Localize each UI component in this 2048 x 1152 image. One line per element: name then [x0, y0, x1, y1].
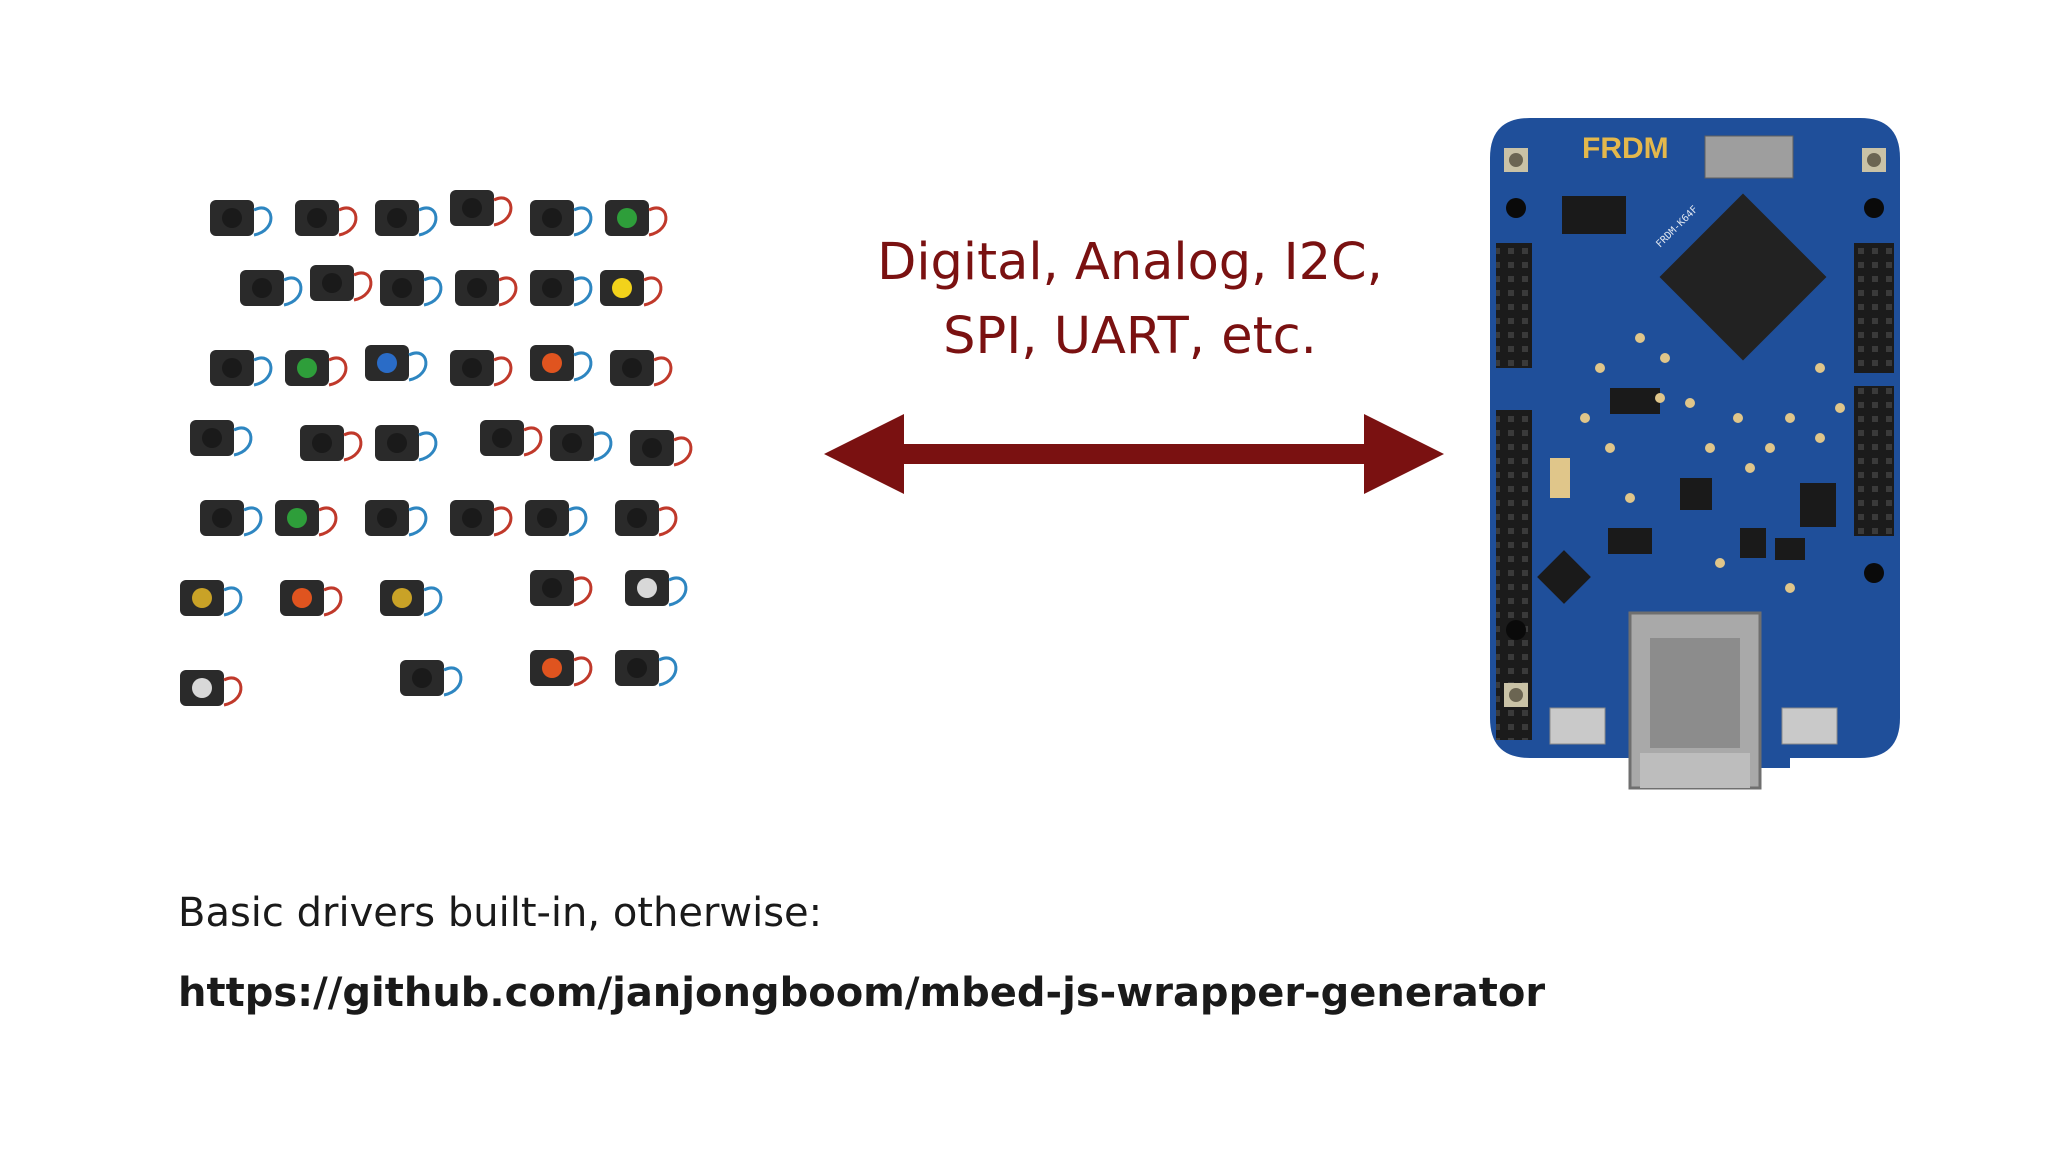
sensor-component — [542, 278, 562, 298]
sensor-component — [612, 278, 632, 298]
sensor-component — [387, 433, 407, 453]
frdm-board-image: FRDM FRDM-K64F — [1490, 118, 1900, 790]
sensor-component — [542, 658, 562, 678]
sensor-component — [562, 433, 582, 453]
sensor-cable — [658, 656, 678, 687]
sensor-cable — [648, 206, 668, 237]
sensor-component — [412, 668, 432, 688]
sensor-component — [542, 353, 562, 373]
sensor-component — [192, 588, 212, 608]
sensor-cable — [568, 506, 588, 537]
sensor-component — [617, 208, 637, 228]
sensor-component — [462, 358, 482, 378]
sensor-component — [537, 508, 557, 528]
caption-line-1: Digital, Analog, I2C, — [877, 233, 1383, 292]
sensor-component — [222, 358, 242, 378]
sensor-component — [377, 353, 397, 373]
sensor-component — [462, 198, 482, 218]
sensor-component — [492, 428, 512, 448]
sensor-component — [542, 208, 562, 228]
sensor-cable — [573, 276, 593, 307]
sensor-cable — [573, 576, 593, 607]
sensor-cable — [323, 586, 343, 617]
sensor-component — [287, 508, 307, 528]
sensor-cable — [283, 276, 303, 307]
sensor-cable — [408, 351, 428, 382]
sensor-component — [377, 508, 397, 528]
board-logo: FRDM — [1582, 132, 1669, 165]
sensor-cable — [593, 431, 613, 462]
sensor-cable — [573, 656, 593, 687]
sensor-cable — [643, 276, 663, 307]
double-arrow-icon — [824, 414, 1444, 494]
sensor-component — [297, 358, 317, 378]
sensor-cable — [498, 276, 518, 307]
sensor-cable — [318, 506, 338, 537]
sensor-cable — [668, 576, 688, 607]
sensor-component — [622, 358, 642, 378]
sensor-component — [467, 278, 487, 298]
sensor-component — [637, 578, 657, 598]
sensor-cable — [343, 431, 363, 462]
sensor-component — [192, 678, 212, 698]
sensor-component — [462, 508, 482, 528]
sensor-component — [202, 428, 222, 448]
sensor-cable — [418, 431, 438, 462]
sensor-cable — [418, 206, 438, 237]
sensor-cable — [573, 206, 593, 237]
sensor-component — [387, 208, 407, 228]
sensor-cable — [328, 356, 348, 387]
sensor-component — [252, 278, 272, 298]
sensor-cable — [573, 351, 593, 382]
sensor-cable — [493, 506, 513, 537]
sensor-component — [312, 433, 332, 453]
sensor-cable — [408, 506, 428, 537]
sensor-kit-image — [180, 190, 693, 707]
sensor-component — [627, 658, 647, 678]
sensor-component — [392, 588, 412, 608]
sensor-cable — [493, 356, 513, 387]
sensor-component — [307, 208, 327, 228]
sensor-cable — [233, 426, 253, 457]
sensor-component — [392, 278, 412, 298]
sensor-component — [212, 508, 232, 528]
sensor-component — [542, 578, 562, 598]
sensor-cable — [658, 506, 678, 537]
drivers-note: Basic drivers built-in, otherwise: — [178, 890, 823, 936]
sensor-cable — [223, 676, 243, 707]
wrapper-generator-link[interactable]: https://github.com/janjongboom/mbed-js-w… — [178, 970, 1546, 1016]
sensor-cable — [493, 196, 513, 227]
sensor-cable — [653, 356, 673, 387]
sensor-cable — [353, 271, 373, 302]
interfaces-caption: Digital, Analog, I2C, SPI, UART, etc. — [860, 226, 1400, 374]
sensor-component — [627, 508, 647, 528]
sensor-cable — [673, 436, 693, 467]
sensor-component — [222, 208, 242, 228]
sensor-component — [292, 588, 312, 608]
sensor-cable — [423, 276, 443, 307]
sensor-cable — [443, 666, 463, 697]
sensor-component — [322, 273, 342, 293]
sensor-cable — [423, 586, 443, 617]
sensor-cable — [253, 356, 273, 387]
caption-line-2: SPI, UART, etc. — [943, 307, 1317, 366]
sensor-cable — [523, 426, 543, 457]
sensor-cable — [253, 206, 273, 237]
sensor-cable — [338, 206, 358, 237]
sensor-cable — [243, 506, 263, 537]
sensor-component — [642, 438, 662, 458]
sensor-cable — [223, 586, 243, 617]
